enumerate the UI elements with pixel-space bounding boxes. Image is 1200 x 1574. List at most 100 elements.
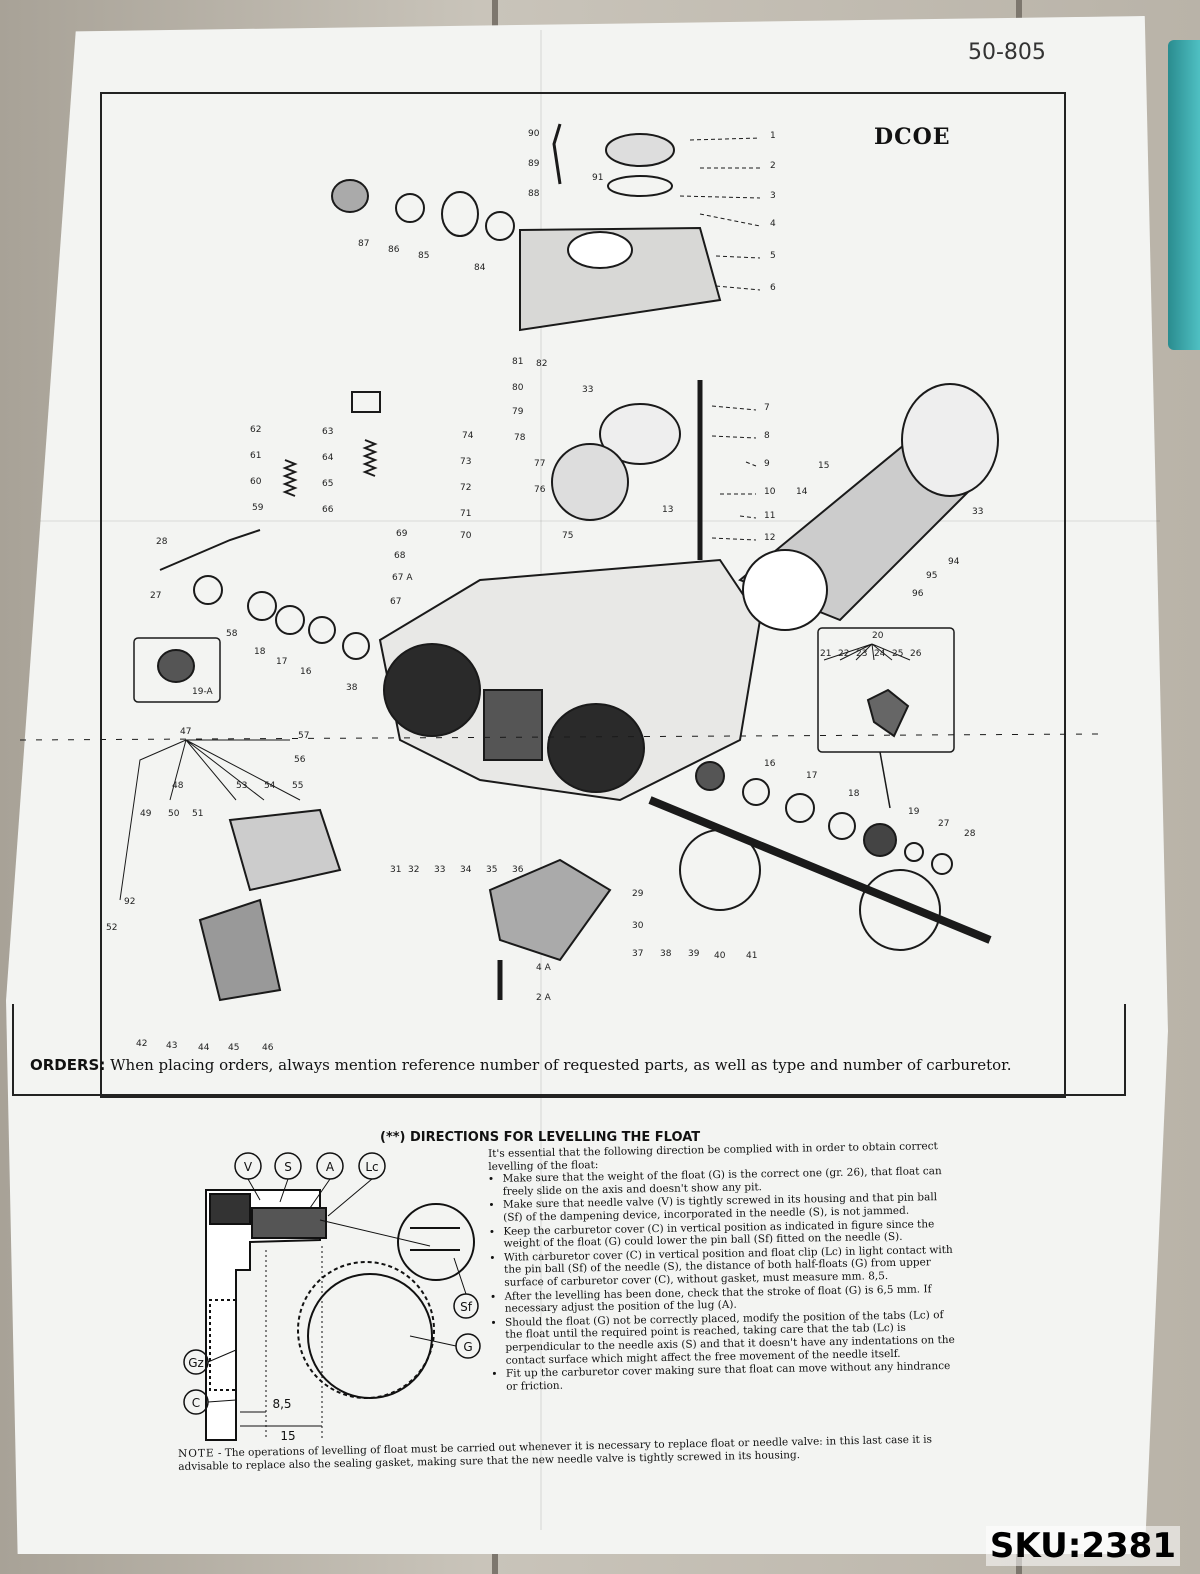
orders-text: When placing orders, always mention refe… — [110, 1056, 1012, 1074]
float-directions: It's essential that the following direct… — [488, 1140, 962, 1394]
float-step: With carburetor cover (C) in vertical po… — [504, 1244, 961, 1290]
part-label: 68 — [394, 551, 406, 561]
part-label: 3 — [770, 191, 776, 201]
part-label: 55 — [292, 781, 303, 791]
float-dim-15: 15 — [280, 1429, 295, 1443]
part-label: 38 — [660, 949, 672, 959]
part-label: 18 — [848, 789, 860, 799]
float-section-title: (**) DIRECTIONS FOR LEVELLING THE FLOAT — [380, 1130, 701, 1145]
part-label: 52 — [106, 923, 117, 933]
part-label: 33 — [434, 865, 445, 875]
part-label: 62 — [250, 425, 261, 435]
part-label: 32 — [408, 865, 419, 875]
part-label: 27 — [150, 591, 161, 601]
part-label: 28 — [964, 829, 976, 839]
part-label: 92 — [124, 897, 135, 907]
part-label: 10 — [764, 487, 776, 497]
diagram-title: DCOE — [874, 124, 951, 150]
part-label: 90 — [528, 129, 540, 139]
part-label: 15 — [818, 461, 829, 471]
part-label: 56 — [294, 755, 306, 765]
part-label: 58 — [226, 629, 238, 639]
part-label: 21 — [820, 649, 831, 659]
part-label: 12 — [764, 533, 775, 543]
part-label: 16 — [764, 759, 776, 769]
part-label: 69 — [396, 529, 408, 539]
part-label: 65 — [322, 479, 333, 489]
part-label: 36 — [512, 865, 524, 875]
part-label: 88 — [528, 189, 540, 199]
part-label: 6 — [770, 283, 776, 293]
part-label: 38 — [346, 683, 358, 693]
orders-box — [12, 1004, 1126, 1096]
part-label: 70 — [460, 531, 472, 541]
part-label: 2 — [770, 161, 776, 171]
part-label: 31 — [390, 865, 401, 875]
part-label: 9 — [764, 459, 770, 469]
part-label: 30 — [632, 921, 644, 931]
part-label: 39 — [688, 949, 700, 959]
part-label: 43 — [166, 1041, 177, 1051]
part-label: 11 — [764, 511, 775, 521]
float-label-s: S — [284, 1160, 292, 1174]
part-label: 8 — [764, 431, 770, 441]
float-step: Should the float (G) not be correctly pl… — [505, 1308, 962, 1366]
part-label: 51 — [192, 809, 203, 819]
part-label: 1 — [770, 131, 776, 141]
part-label: 59 — [252, 503, 264, 513]
float-label-sf: Sf — [460, 1300, 473, 1314]
part-label: 34 — [460, 865, 472, 875]
part-label: 85 — [418, 251, 429, 261]
part-label: 14 — [796, 487, 808, 497]
float-steps-list: Make sure that the weight of the float (… — [488, 1165, 962, 1393]
part-label: 18 — [254, 647, 266, 657]
float-label-g: G — [463, 1340, 472, 1354]
part-label: 5 — [770, 251, 776, 261]
note-label: NOTE — [178, 1447, 215, 1460]
part-label: 19 — [908, 807, 920, 817]
part-label: 84 — [474, 263, 486, 273]
part-label: 4 — [770, 219, 776, 229]
part-label: 4 A — [536, 963, 552, 973]
part-label: 33 — [972, 507, 983, 517]
part-label: 23 — [856, 649, 867, 659]
part-label: 64 — [322, 453, 334, 463]
part-label: 75 — [562, 531, 573, 541]
part-label: 80 — [512, 383, 524, 393]
part-label: 66 — [322, 505, 334, 515]
document-code: 50-805 — [968, 40, 1046, 65]
part-label: 40 — [714, 951, 726, 961]
part-label: 49 — [140, 809, 152, 819]
part-label: 7 — [764, 403, 770, 413]
part-label: 54 — [264, 781, 276, 791]
part-label: 24 — [874, 649, 886, 659]
part-label: 89 — [528, 159, 540, 169]
part-label: 87 — [358, 239, 369, 249]
float-dim-8-5: 8,5 — [272, 1397, 291, 1411]
part-label: 76 — [534, 485, 546, 495]
float-label-c: C — [192, 1396, 200, 1410]
part-label: 33 — [582, 385, 593, 395]
part-label: 13 — [662, 505, 673, 515]
part-label: 20 — [872, 631, 884, 641]
part-label: 41 — [746, 951, 757, 961]
part-label: 16 — [300, 667, 312, 677]
sku-label: SKU:2381 — [985, 1526, 1180, 1566]
part-label: 53 — [236, 781, 247, 791]
float-label-gz: Gz — [188, 1356, 204, 1370]
part-label: 74 — [462, 431, 474, 441]
orders-line: ORDERS: When placing orders, always ment… — [30, 1056, 1110, 1074]
carburetor-body-drawing — [19, 123, 1101, 1002]
part-label: 91 — [592, 173, 603, 183]
part-label: 81 — [512, 357, 523, 367]
part-label: 48 — [172, 781, 184, 791]
part-label: 67 — [390, 597, 401, 607]
part-label: 72 — [460, 483, 471, 493]
part-label: 17 — [806, 771, 817, 781]
part-label: 46 — [262, 1043, 274, 1053]
part-label: 35 — [486, 865, 497, 875]
diagram-frame — [100, 92, 1066, 1098]
part-label: 57 — [298, 731, 309, 741]
